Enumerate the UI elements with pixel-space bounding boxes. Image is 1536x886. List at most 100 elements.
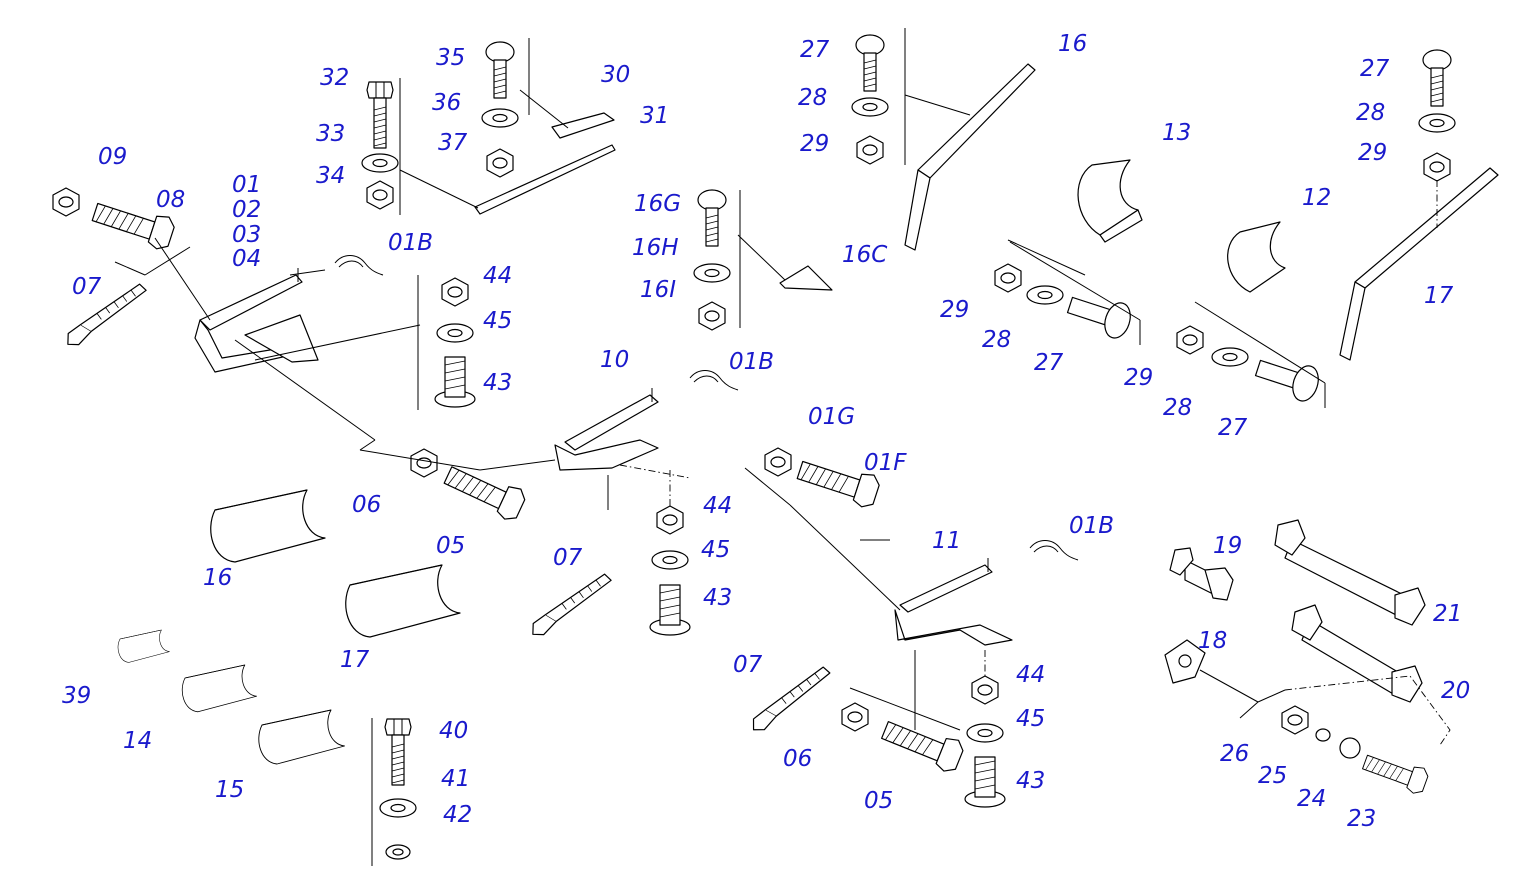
callout-01B: 01B [729, 349, 774, 375]
part-30-plate [551, 112, 615, 139]
callout-43: 43 [703, 585, 732, 611]
callout-42: 42 [443, 802, 472, 828]
callout-40: 40 [439, 718, 468, 744]
callout-28: 28 [1163, 395, 1192, 421]
callout-44: 44 [703, 493, 732, 519]
group-bar-16 [851, 28, 1036, 251]
callout-16: 16 [1058, 31, 1087, 57]
callout-01B: 01B [1069, 513, 1114, 539]
group-16-fasteners [693, 189, 833, 331]
callout-19: 19 [1213, 533, 1242, 559]
callout-29: 29 [940, 297, 969, 323]
callout-15: 15 [215, 777, 244, 803]
callout-01B: 01B [388, 230, 433, 256]
callout-05: 05 [864, 788, 893, 814]
callout-21: 21 [1433, 601, 1462, 627]
callout-16I: 16I [640, 277, 676, 303]
group-center-frame-10 [359, 370, 739, 524]
shell-15 [258, 709, 345, 765]
shell-16 [210, 489, 326, 563]
callout-13: 13 [1162, 120, 1191, 146]
part-37-nut [486, 148, 514, 178]
callout-01F: 01F [864, 450, 907, 476]
callout-01G: 01G [808, 404, 855, 430]
callout-32: 32 [320, 65, 349, 91]
group-axles [1164, 519, 1451, 746]
shell-17 [345, 564, 461, 638]
group-bracket-12 [1176, 221, 1326, 408]
callout-16H: 16H [632, 235, 679, 261]
part-01B-clip-a [334, 255, 384, 276]
callout-23: 23 [1347, 806, 1376, 832]
callout-labels: 09 08 01 02 03 04 07 01B 32 33 34 35 36 … [62, 31, 1470, 832]
part-01-frame [194, 268, 319, 373]
callout-02: 02 [232, 197, 261, 223]
callout-07: 07 [733, 652, 763, 678]
part-19-hub [1169, 547, 1234, 601]
callout-43: 43 [1016, 768, 1045, 794]
callout-07: 07 [553, 545, 583, 571]
callout-14: 14 [123, 728, 152, 754]
callout-45: 45 [483, 308, 512, 334]
group-bracket-13 [994, 159, 1143, 345]
callout-16C: 16C [842, 242, 887, 268]
callout-06: 06 [783, 746, 812, 772]
callout-27: 27 [1218, 415, 1248, 441]
callout-29: 29 [800, 131, 829, 157]
part-32-bolt [366, 81, 394, 149]
callout-36: 36 [432, 90, 461, 116]
callout-10: 10 [600, 347, 629, 373]
group-bar-17 [1339, 49, 1499, 361]
callout-29: 29 [1358, 140, 1387, 166]
callout-03: 03 [232, 222, 261, 248]
callout-16G: 16G [634, 191, 681, 217]
callout-24: 24 [1297, 786, 1326, 812]
callout-09: 09 [98, 144, 127, 170]
part-20-axle [1291, 604, 1423, 703]
shell-14 [181, 664, 257, 713]
callout-44: 44 [483, 263, 512, 289]
callout-29: 29 [1124, 365, 1153, 391]
callout-44: 44 [1016, 662, 1045, 688]
part-21-axle [1274, 519, 1426, 626]
callout-11: 11 [932, 528, 961, 554]
callout-25: 25 [1258, 763, 1287, 789]
callout-26: 26 [1220, 741, 1249, 767]
callout-41: 41 [441, 766, 470, 792]
callout-20: 20 [1441, 678, 1470, 704]
part-09-nut [52, 187, 80, 217]
callout-27: 27 [1034, 350, 1064, 376]
callout-39: 39 [62, 683, 91, 709]
part-31-strip [474, 144, 616, 215]
part-18-hub [1164, 639, 1206, 684]
group-stack-a [417, 275, 476, 410]
callout-06: 06 [352, 492, 381, 518]
callout-16: 16 [203, 565, 232, 591]
group-26-23 [1281, 705, 1431, 797]
callout-08: 08 [156, 187, 185, 213]
group-frame-11 [744, 467, 1079, 646]
callout-43: 43 [483, 370, 512, 396]
group-leaders [114, 237, 1086, 441]
callout-33: 33 [316, 121, 345, 147]
callout-34: 34 [316, 163, 345, 189]
part-36-washer [481, 108, 519, 128]
callout-05: 05 [436, 533, 465, 559]
callout-37: 37 [438, 130, 468, 156]
callout-31: 31 [640, 103, 669, 129]
callout-45: 45 [701, 537, 730, 563]
group-lower-06-05 [841, 687, 967, 776]
part-34-nut [366, 180, 394, 210]
callout-28: 28 [1356, 100, 1385, 126]
group-40-42 [371, 718, 417, 866]
callout-27: 27 [800, 37, 830, 63]
shell-39 [117, 629, 170, 663]
group-top-left-fasteners [52, 38, 616, 373]
callout-07: 07 [72, 274, 102, 300]
callout-17: 17 [1424, 283, 1454, 309]
callout-01: 01 [232, 172, 261, 198]
callout-35: 35 [436, 45, 465, 71]
callout-28: 28 [798, 85, 827, 111]
callout-17: 17 [340, 647, 370, 673]
